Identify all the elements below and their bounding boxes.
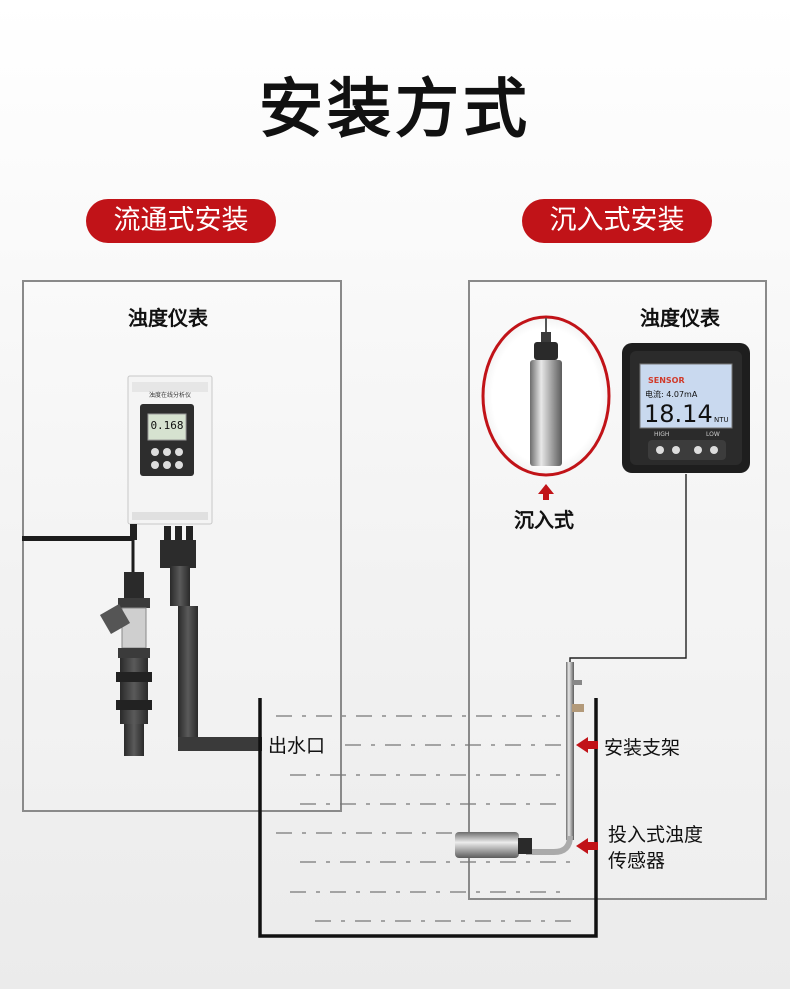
flow-cell: [99, 572, 152, 756]
arrow-left-icon: [576, 838, 598, 854]
submersion-probe: [530, 360, 562, 466]
flow-meter-name: 浊度在线分析仪: [148, 392, 191, 399]
flow-meter-cabinet: [127, 375, 213, 525]
flow-meter-title: 浊度仪表: [128, 306, 208, 330]
return-pipe: [160, 540, 262, 751]
immersed-sensor: [455, 832, 519, 858]
controller-key-high: HIGH: [654, 431, 670, 438]
arrow-left-icon: [576, 737, 598, 753]
controller-key-low: LOW: [706, 431, 720, 438]
page-title: 安装方式: [259, 73, 531, 147]
outlet-label: 出水口: [268, 735, 326, 757]
controller-unit: [622, 343, 750, 473]
controller-status: 电流: 4.07mA: [645, 390, 698, 399]
arrow-up-icon: [538, 484, 554, 500]
sensor-cable: [569, 474, 687, 700]
controller-value: 18.14: [644, 400, 713, 428]
flow-install-badge: 流通式安装: [86, 199, 276, 243]
cable: [22, 536, 132, 541]
sensor-label-line1: 投入式浊度: [608, 824, 704, 846]
controller-brand: SENSOR: [648, 376, 685, 385]
probe-caption: 沉入式: [514, 508, 574, 532]
submersion-install-badge: 沉入式安装: [522, 199, 712, 243]
water-tank: [258, 698, 598, 938]
sensor-label-line2: 传感器: [608, 850, 666, 872]
controller-title: 浊度仪表: [640, 306, 720, 330]
bracket-label: 安装支架: [604, 737, 681, 759]
mounting-pole: [566, 662, 574, 840]
sensor-label: 投入式浊度 传感器: [608, 822, 703, 874]
controller-unit-label: NTU: [714, 416, 729, 424]
flow-meter-reading: 0.168: [150, 419, 184, 432]
